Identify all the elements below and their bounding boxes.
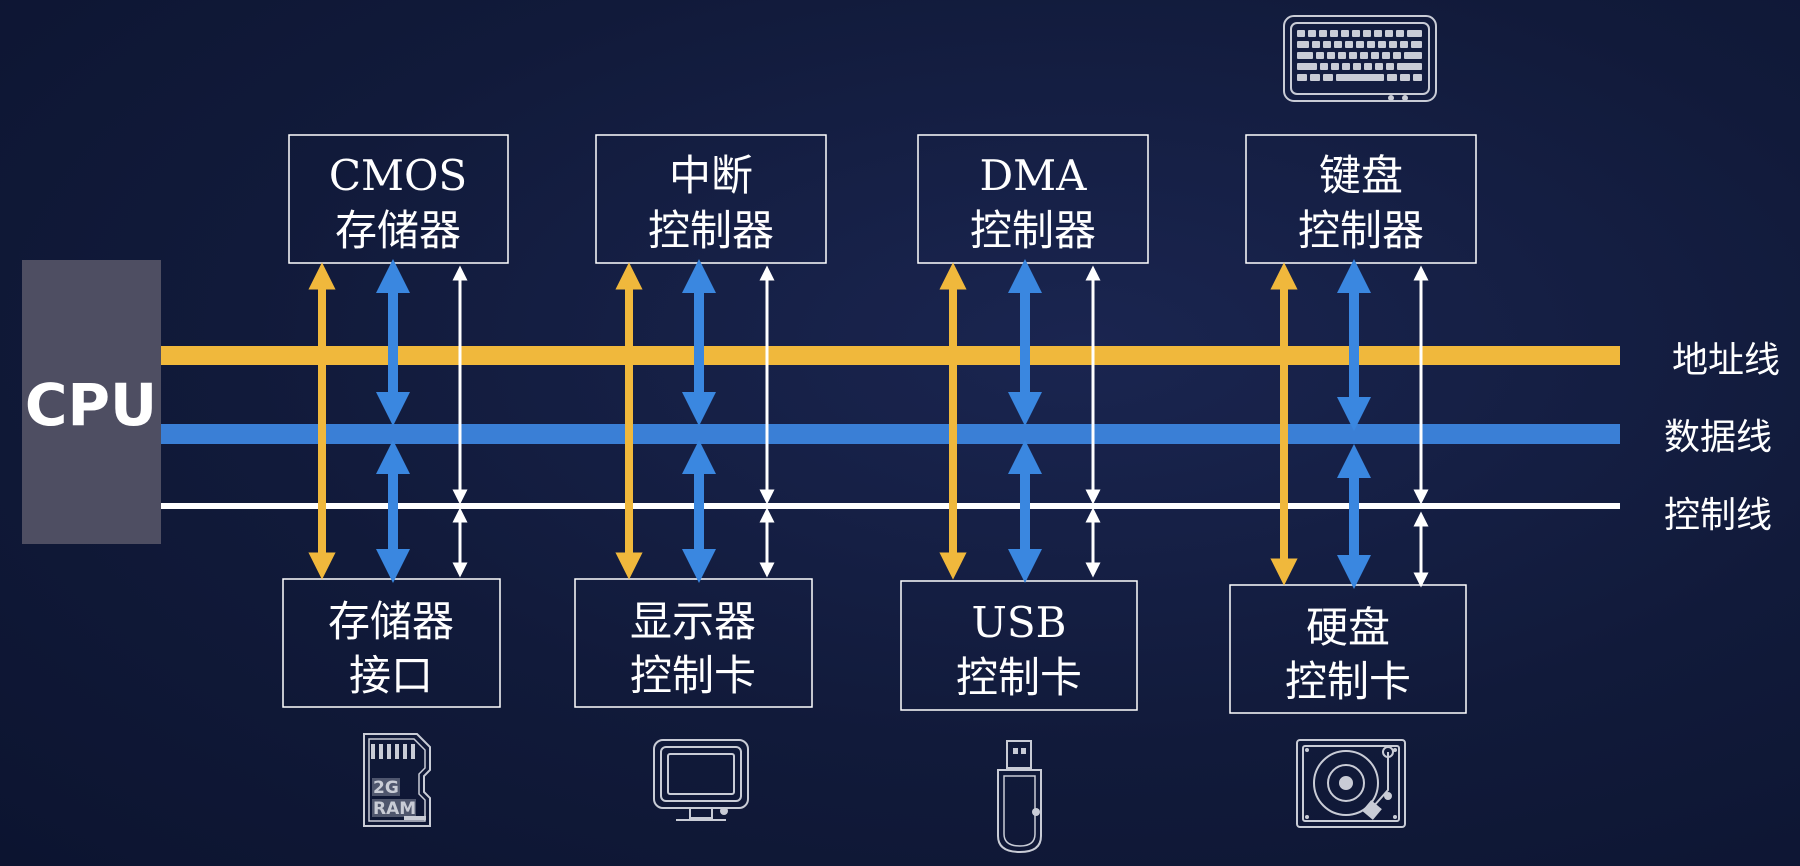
ram-card-icon: 2G RAM <box>363 733 431 827</box>
keyboard-icon <box>1283 15 1437 102</box>
memory-interface-box: 存储器 接口 <box>282 578 501 708</box>
svg-text:中断: 中断 <box>669 151 753 200</box>
data-bus-line <box>140 424 1620 444</box>
usb-drive-icon <box>997 740 1042 854</box>
svg-text:硬盘: 硬盘 <box>1306 603 1390 652</box>
svg-text:控制卡: 控制卡 <box>630 651 756 700</box>
address-bus-label: 地址线 <box>1672 340 1780 381</box>
svg-text:DMA: DMA <box>979 151 1087 200</box>
interrupt-controller-box: 中断 控制器 <box>595 134 827 264</box>
svg-text:USB: USB <box>971 598 1066 647</box>
control-bus-line <box>140 503 1620 509</box>
data-bus-label: 数据线 <box>1664 417 1772 458</box>
svg-text:接口: 接口 <box>349 651 433 700</box>
address-bus-line <box>140 346 1620 365</box>
hard-disk-card-box: 硬盘 控制卡 <box>1229 584 1467 714</box>
usb-card-box: USB 控制卡 <box>900 580 1138 711</box>
display-card-box: 显示器 控制卡 <box>574 578 813 708</box>
svg-text:控制器: 控制器 <box>648 206 774 255</box>
monitor-icon <box>653 739 749 821</box>
svg-text:控制器: 控制器 <box>1298 206 1424 255</box>
control-bus-label: 控制线 <box>1664 495 1772 536</box>
svg-text:显示器: 显示器 <box>630 597 756 646</box>
cpu-label: CPU <box>25 371 157 439</box>
keyboard-controller-box: 键盘 控制器 <box>1245 134 1477 264</box>
cmos-memory-box: CMOS 存储器 <box>288 134 509 264</box>
svg-text:CMOS: CMOS <box>329 151 467 200</box>
svg-text:存储器: 存储器 <box>328 597 454 646</box>
svg-text:控制器: 控制器 <box>970 206 1096 255</box>
svg-text:RAM: RAM <box>373 799 416 819</box>
dma-controller-box: DMA 控制器 <box>917 134 1149 264</box>
hard-disk-icon <box>1296 739 1406 828</box>
svg-text:2G: 2G <box>373 778 399 798</box>
svg-text:存储器: 存储器 <box>335 206 461 255</box>
svg-text:键盘: 键盘 <box>1319 151 1403 200</box>
svg-text:控制卡: 控制卡 <box>956 653 1082 702</box>
svg-text:控制卡: 控制卡 <box>1285 657 1411 706</box>
cpu-block: CPU <box>22 260 161 544</box>
